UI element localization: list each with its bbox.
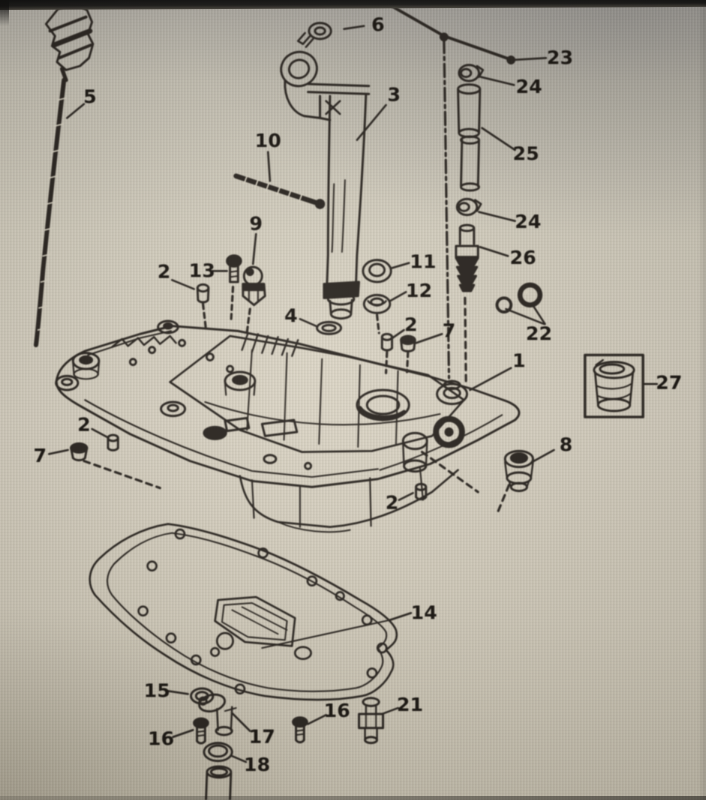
callout-16a: 16 xyxy=(148,728,174,750)
grommet-2b xyxy=(380,332,394,352)
callout-16b: 16 xyxy=(324,700,350,722)
oil-fill-tube xyxy=(279,50,371,320)
callout-7b: 7 xyxy=(442,320,455,342)
gasket xyxy=(88,523,398,701)
screw-16-right xyxy=(291,716,309,744)
callout-23: 23 xyxy=(547,47,573,69)
grommet-2d xyxy=(414,482,428,501)
callout-24b: 24 xyxy=(515,211,541,233)
photo-corner-shadow xyxy=(0,0,9,26)
hose-upper xyxy=(456,83,482,192)
callout-14: 14 xyxy=(411,602,437,624)
screw-16-left xyxy=(192,717,210,745)
photo-bottom-edge xyxy=(0,796,706,800)
photo-right-shade xyxy=(698,0,706,800)
drain-plug-8 xyxy=(503,449,535,493)
leader-lines xyxy=(48,25,658,763)
callout-2c: 2 xyxy=(77,414,90,436)
dipstick xyxy=(33,3,95,348)
assembly-center-lines xyxy=(82,38,511,516)
grommet-7b xyxy=(399,334,417,353)
seal-ring-12 xyxy=(362,293,392,315)
callout-2a: 2 xyxy=(157,261,170,283)
grommet-2c xyxy=(106,433,120,452)
callout-13: 13 xyxy=(189,260,215,282)
callout-21: 21 xyxy=(397,694,423,716)
seal-ring-18 xyxy=(202,741,234,763)
grommet-7c xyxy=(69,442,89,462)
grommet-2a xyxy=(196,283,210,304)
callout-4: 4 xyxy=(284,305,297,327)
callout-12: 12 xyxy=(406,280,432,302)
callout-10: 10 xyxy=(255,130,281,152)
callout-1: 1 xyxy=(512,350,525,372)
callout-22: 22 xyxy=(526,323,552,345)
callout-24a: 24 xyxy=(516,76,542,98)
callout-15: 15 xyxy=(144,680,170,702)
callout-25: 25 xyxy=(513,143,539,165)
callout-3: 3 xyxy=(387,84,400,106)
callout-8: 8 xyxy=(559,434,572,456)
callout-5: 5 xyxy=(83,86,96,108)
callout-7c: 7 xyxy=(33,445,46,467)
sensor-fitting-9 xyxy=(241,265,267,307)
callout-18: 18 xyxy=(244,754,270,776)
callout-11: 11 xyxy=(410,251,436,273)
callout-6: 6 xyxy=(371,14,384,36)
boxed-plug-27 xyxy=(583,353,645,419)
adapter-plate xyxy=(54,319,521,533)
grommet-rings xyxy=(495,282,543,314)
seal-ring-11 xyxy=(361,258,393,284)
link-rod xyxy=(386,2,516,65)
elbow-fitting-17 xyxy=(198,693,237,737)
callout-27: 27 xyxy=(656,372,682,394)
callout-26: 26 xyxy=(510,247,536,269)
dowel-pin xyxy=(233,173,326,210)
o-ring-4 xyxy=(315,320,343,336)
callout-2d: 2 xyxy=(385,492,398,514)
callout-9: 9 xyxy=(249,213,262,235)
hose-clamp-top xyxy=(457,63,484,83)
barb-fitting xyxy=(454,223,480,293)
callout-2b: 2 xyxy=(404,314,417,336)
callout-17: 17 xyxy=(249,726,275,748)
screw-13 xyxy=(225,254,243,284)
fitting-21 xyxy=(357,696,385,745)
hose-clamp-bottom xyxy=(455,197,482,217)
bottom-tube xyxy=(204,765,233,800)
fill-tube-bolt xyxy=(297,21,333,48)
